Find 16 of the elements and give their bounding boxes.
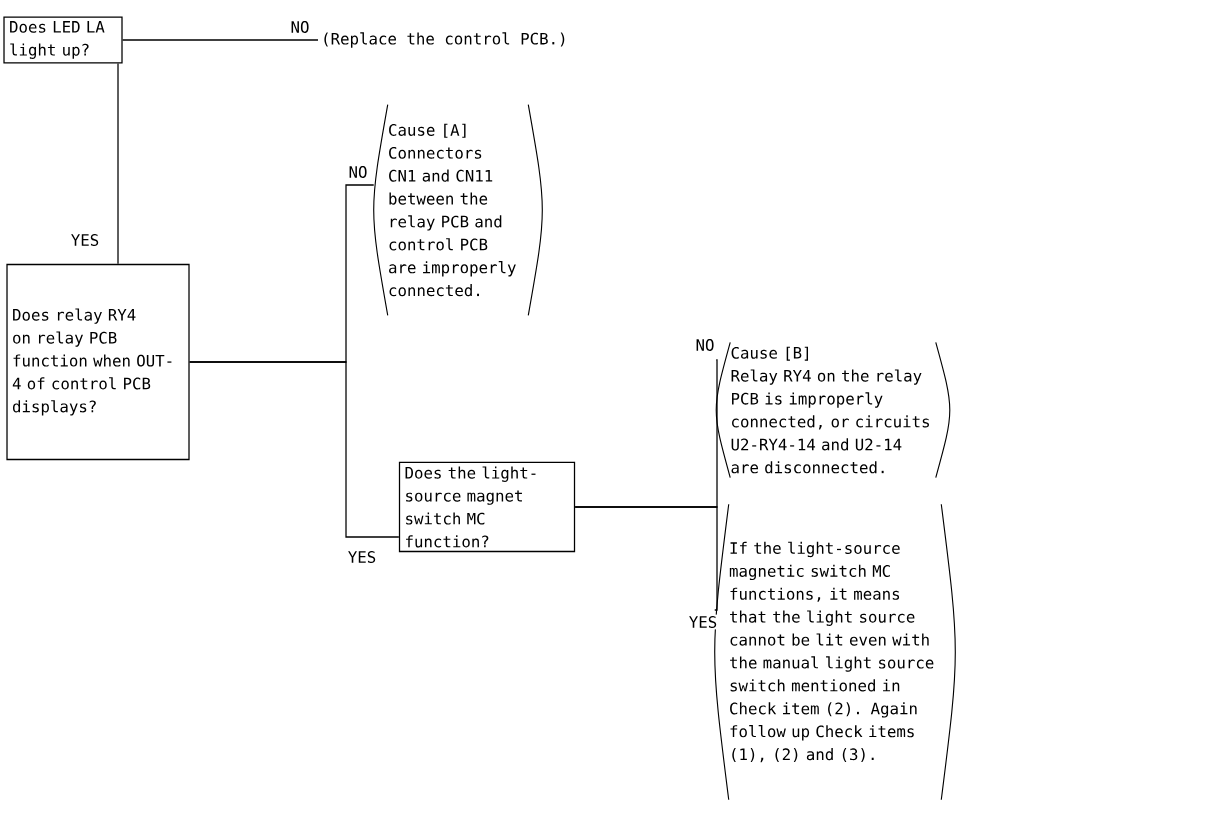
edge-label: NO	[347, 164, 369, 180]
question-box: Does the light-source magnet switch MC function?	[398, 461, 576, 553]
question-box: Does LED LA light up?	[3, 16, 123, 64]
edge-label: YES	[687, 614, 719, 630]
edge-label: NO	[694, 337, 716, 353]
outcome-text: (Replace the control PCB.)	[324, 32, 565, 48]
question-box: Does relay RY4 on relay PCB function when OUT-4 of control PCB displays?	[6, 263, 190, 461]
cause-note: Cause [A] Connectors CN1 and CN11 between the relay PCB and control PCB are improperly connected.	[373, 104, 543, 316]
connector-line	[122, 39, 319, 41]
edge-label: YES	[69, 232, 101, 248]
connector-line	[117, 62, 119, 265]
edge-label: YES	[346, 549, 378, 565]
edge-label: NO	[289, 19, 311, 35]
cause-note: Cause [B] Relay RY4 on the relay PCB is improperly connected, or circuits U2-RY4-14 and U2-14 are disconnected.	[715, 341, 951, 479]
connector-line	[189, 361, 400, 538]
connector-line	[574, 506, 718, 611]
